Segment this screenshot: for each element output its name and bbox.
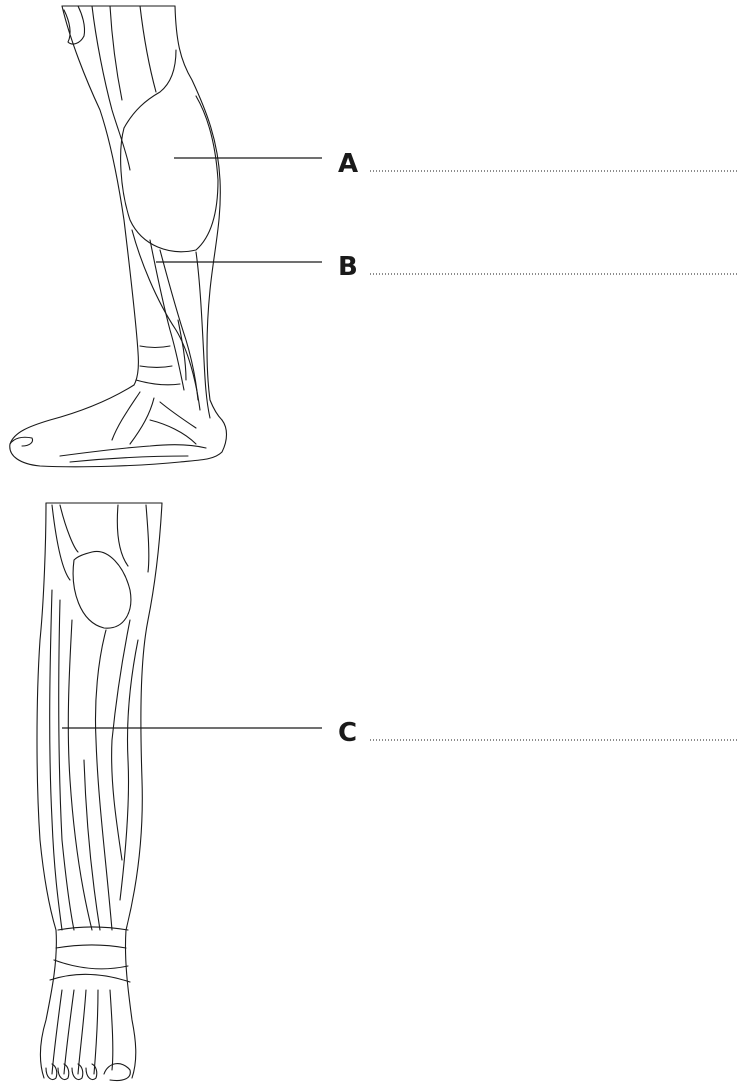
foot-tendon-2 <box>64 990 74 1074</box>
quadriceps-tendon-left <box>52 505 70 580</box>
quadriceps-tendon-right <box>117 505 128 566</box>
toe-2 <box>58 1064 69 1080</box>
anterior-muscle-line-4 <box>120 640 138 900</box>
label-B-group: B <box>156 252 738 282</box>
lateral-muscle-line-3 <box>140 6 156 92</box>
soleus-muscle <box>132 230 200 410</box>
anterior-muscle-line-1 <box>50 590 62 930</box>
anterior-ankle-band-1 <box>58 927 128 930</box>
lateral-muscle-line-2 <box>110 6 122 100</box>
anterior-muscle-line-2 <box>59 600 74 930</box>
label-B: B <box>338 252 358 282</box>
foot-tendon-1 <box>52 990 62 1074</box>
lateral-muscle-line-1 <box>92 6 130 170</box>
lateral-foot-tendon-2 <box>130 398 154 444</box>
anterior-right-outline <box>125 503 162 1078</box>
knee-fold-left <box>60 505 78 552</box>
foot-tendon-5 <box>110 990 113 1070</box>
toe-4 <box>86 1064 97 1080</box>
lateral-leg-view <box>10 6 227 467</box>
label-A-group: A <box>174 149 738 179</box>
gastrocnemius-muscle <box>121 96 218 252</box>
lateral-foot-tendon-1 <box>112 392 140 440</box>
foot-tendon-4 <box>94 990 98 1074</box>
label-A: A <box>338 149 358 179</box>
patella <box>73 551 131 628</box>
lateral-foot-sole <box>60 445 206 456</box>
lateral-foot-tendon-3 <box>160 402 196 428</box>
label-C: C <box>338 718 357 748</box>
anterior-ankle-band-3 <box>54 960 128 969</box>
soleus-lower-edge <box>196 252 210 418</box>
lateral-ankle-band-3 <box>136 380 180 385</box>
anterior-ankle-band-4 <box>50 974 130 982</box>
lateral-foot-arch <box>70 456 188 462</box>
anterior-leg-view <box>37 503 162 1081</box>
lateral-shin-outline <box>62 6 138 385</box>
gastrocnemius-inner-edge <box>124 50 176 128</box>
tibialis-anterior-muscle <box>68 620 92 930</box>
knee-fold-right <box>146 505 149 572</box>
toe-1 <box>46 1064 57 1080</box>
lateral-ankle-band-1 <box>140 346 170 348</box>
toe-3 <box>72 1064 83 1080</box>
anterior-left-outline <box>37 503 56 1078</box>
foot-tendon-3 <box>78 990 86 1074</box>
tibialis-anterior-edge <box>95 630 112 930</box>
big-toe <box>104 1064 130 1081</box>
anterior-ankle-band-2 <box>56 945 126 948</box>
lateral-ankle-band-2 <box>140 366 172 368</box>
label-C-group: C <box>62 718 738 748</box>
